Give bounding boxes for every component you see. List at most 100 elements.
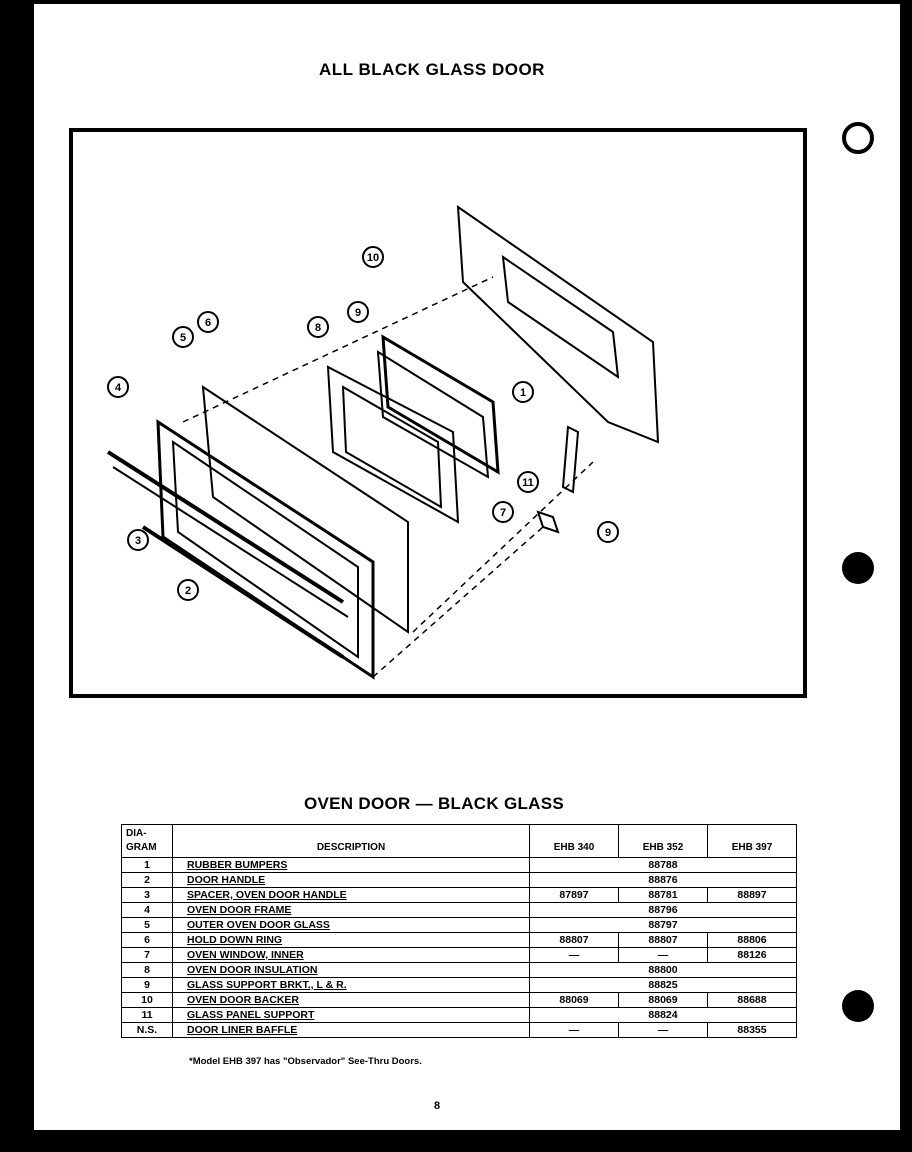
table-cell: — xyxy=(529,947,619,963)
callout-10: 10 xyxy=(362,246,384,268)
diagram-drawing: 10 9 8 6 5 4 1 11 7 9 3 2 xyxy=(106,204,660,680)
table-cell: 88806 xyxy=(707,932,797,948)
section-title: OVEN DOOR — BLACK GLASS xyxy=(304,794,565,813)
table-cell: 88355 xyxy=(707,1022,797,1038)
table-cell: DOOR LINER BAFFLE xyxy=(172,1022,530,1038)
table-cell: 2 xyxy=(121,872,173,888)
catalog-page: ALL BLACK GLASS DOOR xyxy=(34,4,900,1130)
svg-text:2: 2 xyxy=(185,585,191,597)
page-number: 8 xyxy=(434,1100,441,1112)
part-backer xyxy=(456,204,660,444)
table-cell: RUBBER BUMPERS xyxy=(172,857,530,873)
binder-hole xyxy=(842,990,874,1022)
svg-text:5: 5 xyxy=(180,332,186,344)
callout-3: 3 xyxy=(127,529,149,551)
col-header-ehb397: EHB 397 xyxy=(707,824,797,858)
table-header-row: DIA- GRAM DESCRIPTION EHB 340 EHB 352 EH… xyxy=(121,824,797,858)
table-cell: GLASS SUPPORT BRKT., L & R. xyxy=(172,977,530,993)
callout-9a: 9 xyxy=(347,301,369,323)
svg-text:8: 8 xyxy=(315,322,321,334)
table-cell: OVEN WINDOW, INNER xyxy=(172,947,530,963)
table-cell: 88800 xyxy=(529,962,797,978)
table-cell: 3 xyxy=(121,887,173,903)
table-cell: 9 xyxy=(121,977,173,993)
col-header-ehb340: EHB 340 xyxy=(529,824,619,858)
table-cell: 1 xyxy=(121,857,173,873)
table-cell: — xyxy=(529,1022,619,1038)
svg-text:4: 4 xyxy=(115,382,122,394)
table-cell: 88126 xyxy=(707,947,797,963)
table-cell: OVEN DOOR FRAME xyxy=(172,902,530,918)
table-cell: N.S. xyxy=(121,1022,173,1038)
svg-text:3: 3 xyxy=(135,535,141,547)
callout-labels: 10 9 8 6 5 4 1 11 7 9 3 2 xyxy=(107,246,619,601)
svg-text:1: 1 xyxy=(520,387,526,399)
col-header-diagram: DIA- GRAM xyxy=(121,824,173,858)
callout-4: 4 xyxy=(107,376,129,398)
col-header-description: DESCRIPTION xyxy=(172,824,530,858)
callout-2: 2 xyxy=(177,579,199,601)
callout-5: 5 xyxy=(172,326,194,348)
binder-hole xyxy=(842,552,874,584)
binder-hole-open xyxy=(842,122,874,154)
table-cell: 88824 xyxy=(529,1007,797,1023)
table-cell: 10 xyxy=(121,992,173,1008)
callout-6: 6 xyxy=(197,311,219,333)
svg-text:11: 11 xyxy=(522,477,534,489)
col-header-ehb352: EHB 352 xyxy=(618,824,708,858)
table-cell: 88781 xyxy=(618,887,708,903)
svg-text:7: 7 xyxy=(500,507,506,519)
table-row: N.S.DOOR LINER BAFFLE——88355 xyxy=(121,1022,797,1038)
table-cell: OUTER OVEN DOOR GLASS xyxy=(172,917,530,933)
table-cell: — xyxy=(618,947,708,963)
table-cell: OVEN DOOR BACKER xyxy=(172,992,530,1008)
table-cell: 4 xyxy=(121,902,173,918)
table-cell: 7 xyxy=(121,947,173,963)
page-title: ALL BLACK GLASS DOOR xyxy=(319,60,545,79)
footnote: *Model EHB 397 has "Observador" See-Thru… xyxy=(189,1056,422,1067)
table-cell: 88688 xyxy=(707,992,797,1008)
table-cell: SPACER, OVEN DOOR HANDLE xyxy=(172,887,530,903)
table-cell: 88897 xyxy=(707,887,797,903)
callout-8: 8 xyxy=(307,316,329,338)
table-cell: 88807 xyxy=(618,932,708,948)
table-cell: 5 xyxy=(121,917,173,933)
svg-text:9: 9 xyxy=(605,527,611,539)
table-cell: 11 xyxy=(121,1007,173,1023)
parts-table: DIA- GRAM DESCRIPTION EHB 340 EHB 352 EH… xyxy=(121,824,797,1038)
table-cell: HOLD DOWN RING xyxy=(172,932,530,948)
table-cell: GLASS PANEL SUPPORT xyxy=(172,1007,530,1023)
table-cell: 88069 xyxy=(618,992,708,1008)
table-cell: 88069 xyxy=(529,992,619,1008)
table-cell: DOOR HANDLE xyxy=(172,872,530,888)
table-cell: OVEN DOOR INSULATION xyxy=(172,962,530,978)
table-cell: 88807 xyxy=(529,932,619,948)
callout-1: 1 xyxy=(512,381,534,403)
table-cell: 88788 xyxy=(529,857,797,873)
table-cell: 88825 xyxy=(529,977,797,993)
svg-text:10: 10 xyxy=(367,252,379,264)
svg-text:6: 6 xyxy=(205,317,211,329)
exploded-diagram: 10 9 8 6 5 4 1 11 7 9 3 2 xyxy=(69,128,807,698)
table-cell: 88797 xyxy=(529,917,797,933)
svg-text:9: 9 xyxy=(355,307,361,319)
table-cell: 88876 xyxy=(529,872,797,888)
table-cell: 8 xyxy=(121,962,173,978)
table-cell: 88796 xyxy=(529,902,797,918)
table-cell: 6 xyxy=(121,932,173,948)
callout-9b: 9 xyxy=(597,521,619,543)
callout-11: 11 xyxy=(517,471,539,493)
table-cell: — xyxy=(618,1022,708,1038)
